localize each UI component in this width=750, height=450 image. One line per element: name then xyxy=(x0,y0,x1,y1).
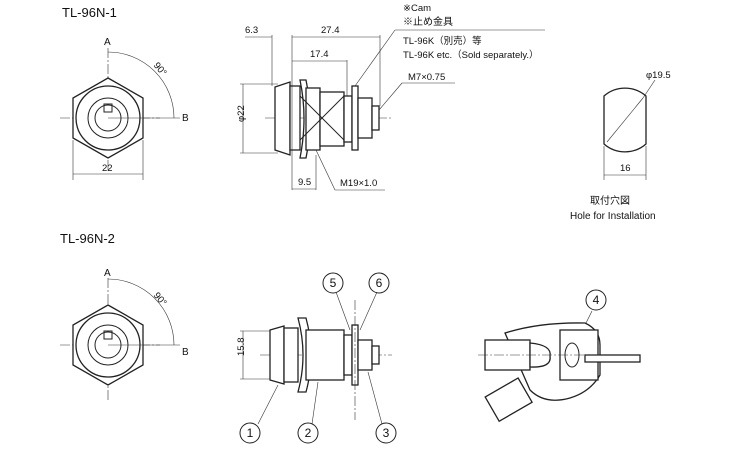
dim-dia22: φ22 xyxy=(236,105,247,122)
dim-27-4: 27.4 xyxy=(321,25,340,36)
label-a: A xyxy=(104,37,111,48)
svg-text:4: 4 xyxy=(593,293,600,307)
side-view-1: 6.3 27.4 17.4 φ22 9.5 M19×1.0 M7×0.75 ※C… xyxy=(236,3,545,191)
hole-dia: φ19.5 xyxy=(646,70,671,81)
balloon-6: 6 xyxy=(368,272,390,294)
angle-label: 90° xyxy=(151,60,169,78)
hole-width: 16 xyxy=(620,163,631,174)
front-view-2: A 90° B xyxy=(60,268,189,400)
note-bracket: ※止め金具 xyxy=(403,15,453,28)
hole-caption-jp: 取付穴図 xyxy=(590,194,630,207)
balloon-2: 2 xyxy=(297,422,319,444)
dim-6-3: 6.3 xyxy=(245,25,258,36)
side-view-2: 15.8 xyxy=(236,291,392,425)
title-tl-96n-2: TL-96N-2 xyxy=(60,231,115,246)
dim-9-5: 9.5 xyxy=(298,177,311,188)
width-dim: 22 xyxy=(102,163,113,174)
thread-m7: M7×0.75 xyxy=(408,72,445,83)
balloon-4: 4 xyxy=(585,289,607,311)
dim-15-8: 15.8 xyxy=(236,338,247,357)
thread-m19: M19×1.0 xyxy=(340,178,377,189)
balloon-3: 3 xyxy=(375,422,397,444)
svg-text:2: 2 xyxy=(305,426,312,440)
key-drawing xyxy=(478,310,641,423)
svg-text:1: 1 xyxy=(247,426,254,440)
note-cam: ※Cam xyxy=(403,3,431,14)
note-jp: TL-96K（別売）等 xyxy=(403,35,482,47)
front-view-1: A 90° B 22 xyxy=(60,37,189,180)
angle-label-2: 90° xyxy=(151,290,169,308)
title-tl-96n-1: TL-96N-1 xyxy=(62,5,117,20)
label-b: B xyxy=(182,113,189,124)
label-a-2: A xyxy=(104,268,111,279)
svg-text:3: 3 xyxy=(383,426,390,440)
dim-17-4: 17.4 xyxy=(310,49,329,60)
svg-text:5: 5 xyxy=(330,276,337,290)
balloon-5: 5 xyxy=(322,272,344,294)
hole-caption-en: Hole for Installation xyxy=(570,211,656,222)
label-b-2: B xyxy=(182,347,189,358)
balloon-1: 1 xyxy=(239,422,261,444)
svg-text:6: 6 xyxy=(376,276,383,290)
installation-hole: φ19.5 16 取付穴図 Hole for Installation xyxy=(570,70,671,222)
note-en: TL-96K etc.（Sold separately.） xyxy=(403,49,539,61)
